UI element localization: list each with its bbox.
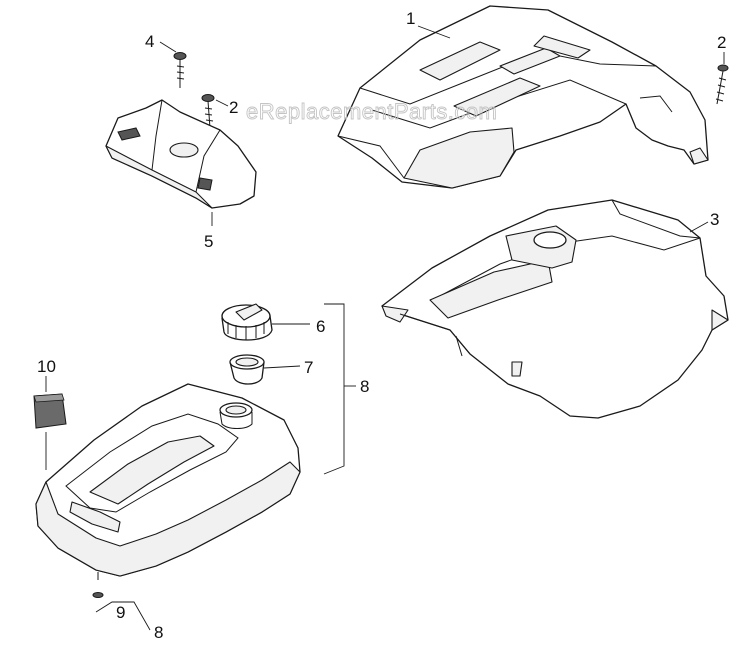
watermark-text: eReplacementParts.com [246, 99, 497, 124]
part-1-top-cover [337, 5, 709, 189]
callout-10: 10 [37, 357, 56, 376]
leader-lines [45, 25, 725, 631]
part-6-fuel-cap [221, 303, 273, 341]
part-5-handle-mount [105, 99, 257, 209]
part-4-screw [173, 52, 187, 88]
part-2-screw-right [715, 64, 729, 105]
callout-3: 3 [710, 210, 719, 229]
callout-1: 1 [406, 9, 415, 28]
callout-4: 4 [145, 32, 154, 51]
callout-6: 6 [316, 317, 325, 336]
part-10-filter-pad [33, 393, 67, 429]
callout-8-plug: 8 [154, 623, 163, 642]
callout-5: 5 [204, 232, 213, 251]
part-7-cap-seal [229, 354, 265, 385]
part-2-screw-left [201, 94, 215, 129]
part-9-plug [92, 592, 104, 598]
callout-8-tank: 8 [360, 377, 369, 396]
callout-labels: 1 2 2 3 4 5 6 7 8 8 9 10 [37, 9, 726, 642]
callout-2-right: 2 [717, 33, 726, 52]
part-3-shroud [381, 199, 729, 419]
callout-2-left: 2 [229, 98, 238, 117]
part-8-fuel-tank [35, 383, 301, 580]
callout-9: 9 [116, 603, 125, 622]
callout-7: 7 [304, 358, 313, 377]
